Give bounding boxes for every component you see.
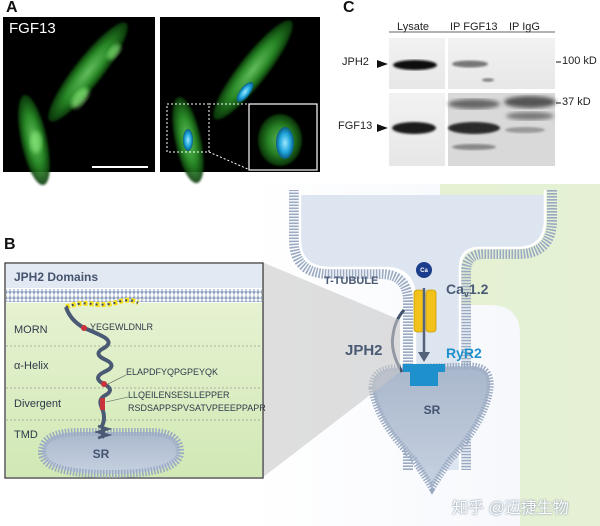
ryr2-label: RyR2 bbox=[446, 345, 482, 361]
mw-marker-37: 37 kD bbox=[562, 96, 591, 108]
ca-ion-icon bbox=[416, 262, 432, 278]
jph2-label: JPH2 bbox=[345, 342, 383, 359]
domain-seq-tmd: RSDSAPPSPVSATVPEEEPPAPR bbox=[128, 403, 266, 413]
cytosol-green-region bbox=[330, 184, 600, 526]
zoom-inset-nucleus bbox=[276, 127, 294, 159]
sr-inset bbox=[37, 428, 185, 479]
domain-label-tmd: TMD bbox=[14, 429, 38, 441]
ryr2-icon bbox=[403, 364, 445, 386]
zoom-connector-bottom bbox=[208, 151, 251, 171]
band-fgf13-ipigg-a bbox=[504, 96, 556, 108]
lane-label-ip-fgf13: IP FGF13 bbox=[450, 21, 498, 33]
sr-cell bbox=[368, 362, 494, 495]
ca-channel-label-suffix: 1.2 bbox=[469, 281, 489, 297]
domain-seq-helix: ELAPDFYQPGPEYQK bbox=[126, 367, 218, 377]
band-fgf13-ipfgf13-c bbox=[452, 144, 496, 150]
domain-label-divergent: Divergent bbox=[14, 398, 61, 410]
micrograph-merge-cells bbox=[172, 20, 293, 184]
arrow-fgf13 bbox=[377, 124, 388, 132]
seq-pointer-divergent bbox=[105, 396, 129, 403]
row-label-jph2: JPH2 bbox=[342, 56, 369, 68]
ca-channel-left bbox=[413, 289, 425, 333]
domains-title: JPH2 Domains bbox=[14, 270, 98, 284]
ca-flux-arrowhead bbox=[418, 352, 430, 362]
micrograph-fgf13-cells bbox=[18, 22, 128, 186]
jph2-backbone bbox=[64, 306, 114, 439]
ca-channel-right bbox=[425, 289, 437, 333]
lane-label-ip-igg: IP IgG bbox=[509, 21, 540, 33]
domain-seq-divergent: LLQEILENSESLLEPPER bbox=[128, 390, 230, 400]
jph2-morn-dashes bbox=[65, 299, 139, 308]
sr-label-inset: SR bbox=[93, 447, 110, 461]
jph2-red-marker-divergent bbox=[100, 398, 105, 410]
zoom-selection-box bbox=[166, 103, 210, 153]
t-tubule-membrane-outer bbox=[298, 190, 547, 470]
jph2-tmd-coil bbox=[93, 424, 113, 440]
ca-channel-label-sub: v bbox=[464, 289, 469, 299]
mw-marker-100: 100 kD bbox=[562, 55, 597, 67]
seq-pointer-helix bbox=[107, 374, 127, 385]
inset-header-band bbox=[6, 264, 262, 288]
sr-label-cell: SR bbox=[424, 403, 441, 417]
band-jph2-lysate bbox=[393, 60, 437, 70]
domain-seq-morn: YEGEWLDNLR bbox=[90, 322, 154, 332]
band-fgf13-ipfgf13-a bbox=[448, 99, 500, 109]
band-fgf13-ipigg-b bbox=[506, 112, 554, 120]
band-jph2-ipfgf13-lower bbox=[482, 78, 494, 82]
row-label-fgf13: FGF13 bbox=[338, 120, 373, 132]
lane-label-lysate: Lysate bbox=[397, 21, 430, 33]
band-fgf13-ipigg-c bbox=[505, 127, 545, 133]
ca-channel-label: Cav1.2 bbox=[446, 281, 489, 299]
panel-letter-b: B bbox=[4, 236, 16, 253]
arrow-jph2 bbox=[377, 60, 388, 68]
ca-ion-label: Ca bbox=[420, 268, 428, 274]
t-tubule-membrane bbox=[289, 190, 557, 470]
domain-label-morn: MORN bbox=[14, 324, 48, 336]
panel-letter-c: C bbox=[343, 0, 355, 16]
t-tubule-label: T-TUBULE bbox=[324, 275, 378, 287]
band-jph2-ipfgf13 bbox=[452, 60, 488, 68]
band-fgf13-ipfgf13-b bbox=[448, 122, 500, 134]
watermark: 知乎 @迈捷生物 bbox=[452, 500, 569, 517]
zoom-wedge bbox=[262, 262, 400, 478]
inset-membrane bbox=[6, 289, 262, 302]
channel-label-fgf13: FGF13 bbox=[9, 20, 56, 37]
t-tubule-lumen bbox=[300, 195, 545, 470]
ca-channel-label-main: Ca bbox=[446, 281, 464, 297]
panel-letter-a: A bbox=[6, 0, 18, 16]
band-fgf13-lysate bbox=[392, 122, 436, 134]
domain-label-helix: α-Helix bbox=[14, 360, 49, 372]
jph2-red-marker-morn bbox=[81, 325, 87, 331]
jph2-red-marker-helix bbox=[101, 381, 107, 387]
